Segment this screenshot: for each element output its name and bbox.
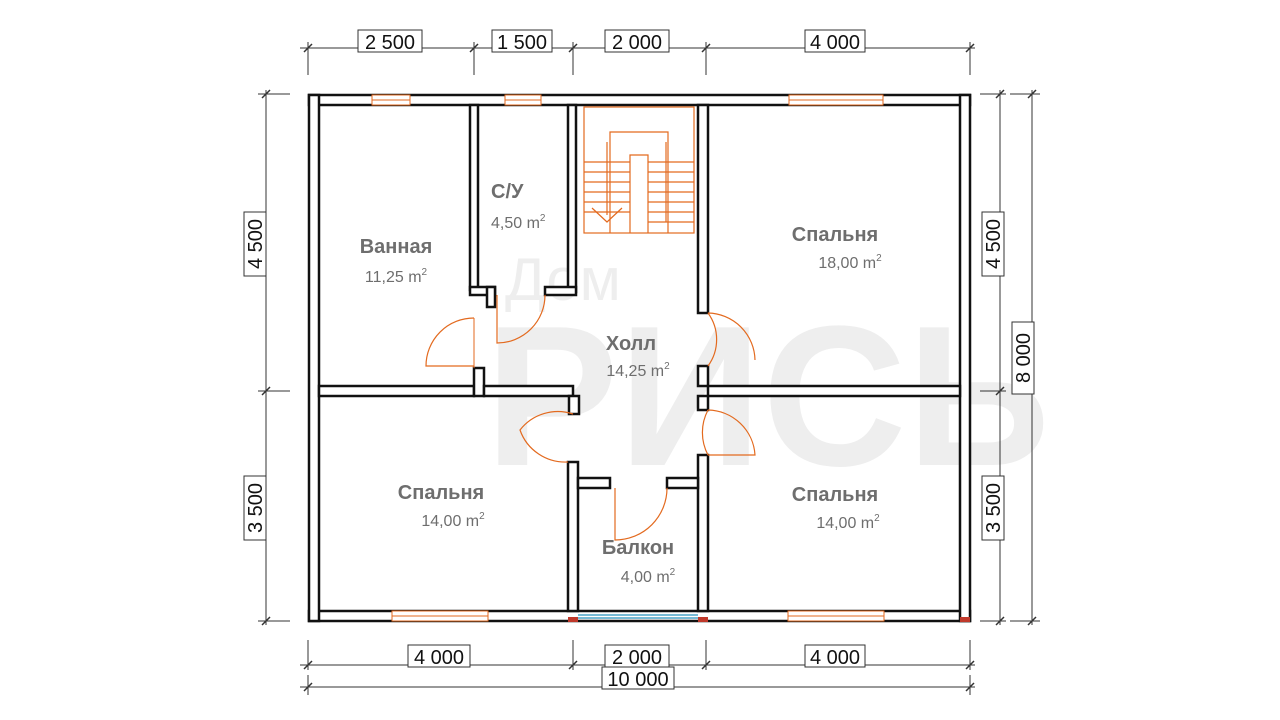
dim-bottom-1: 4 000 xyxy=(414,647,464,669)
windows xyxy=(371,94,885,622)
dim-top-4: 4 000 xyxy=(810,32,860,54)
dim-left-1: 4 500 xyxy=(245,219,267,269)
dim-left-2: 3 500 xyxy=(245,483,267,533)
dim-top-3: 2 000 xyxy=(612,32,662,54)
dimension-labels: 2 500 1 500 2 000 4 000 4 000 2 000 4 00… xyxy=(243,29,1035,691)
room-hall: Холл 14,25 m2 xyxy=(606,333,670,380)
room-area-hall: 14,25 m2 xyxy=(606,361,670,380)
room-area-bedroom-top-right: 18,00 m2 xyxy=(818,253,882,272)
room-name-bathroom: Ванная xyxy=(360,236,433,258)
dim-bottom-2: 2 000 xyxy=(612,647,662,669)
dim-total-height: 8 000 xyxy=(1013,333,1035,383)
room-bedroom-bottom-right: Спальня 14,00 m2 xyxy=(792,484,880,532)
stairs xyxy=(583,106,695,234)
doors xyxy=(425,294,756,541)
room-name-balcony: Балкон xyxy=(602,537,674,559)
room-name-hall: Холл xyxy=(606,333,656,355)
balcony-corners xyxy=(568,617,970,622)
room-name-bedroom-bottom-left: Спальня xyxy=(398,482,484,504)
room-name-bedroom-bottom-right: Спальня xyxy=(792,484,878,506)
walls xyxy=(307,93,972,623)
dim-right-1: 4 500 xyxy=(983,219,1005,269)
room-name-wc: С/У xyxy=(491,181,524,203)
room-name-bedroom-top-right: Спальня xyxy=(792,224,878,246)
dim-bottom-3: 4 000 xyxy=(810,647,860,669)
room-bedroom-top-right: Спальня 18,00 m2 xyxy=(792,224,882,272)
balcony-glass xyxy=(578,614,698,619)
room-area-bathroom: 11,25 m2 xyxy=(365,267,428,286)
room-bathroom: Ванная 11,25 m2 xyxy=(360,236,433,286)
room-area-wc: 4,50 m2 xyxy=(491,213,546,232)
room-area-balcony: 4,00 m2 xyxy=(621,567,676,586)
dim-right-2: 3 500 xyxy=(983,483,1005,533)
room-bedroom-bottom-left: Спальня 14,00 m2 xyxy=(398,482,485,530)
dim-total-width: 10 000 xyxy=(607,669,668,691)
watermark-line1: Дом xyxy=(505,246,621,313)
room-balcony: Балкон 4,00 m2 xyxy=(602,537,676,586)
dim-top-1: 2 500 xyxy=(365,32,415,54)
room-area-bedroom-bottom-left: 14,00 m2 xyxy=(421,511,485,530)
dim-top-2: 1 500 xyxy=(497,32,547,54)
room-wc: С/У 4,50 m2 xyxy=(491,181,546,232)
room-area-bedroom-bottom-right: 14,00 m2 xyxy=(816,513,880,532)
dimension-ticks xyxy=(261,43,1037,692)
